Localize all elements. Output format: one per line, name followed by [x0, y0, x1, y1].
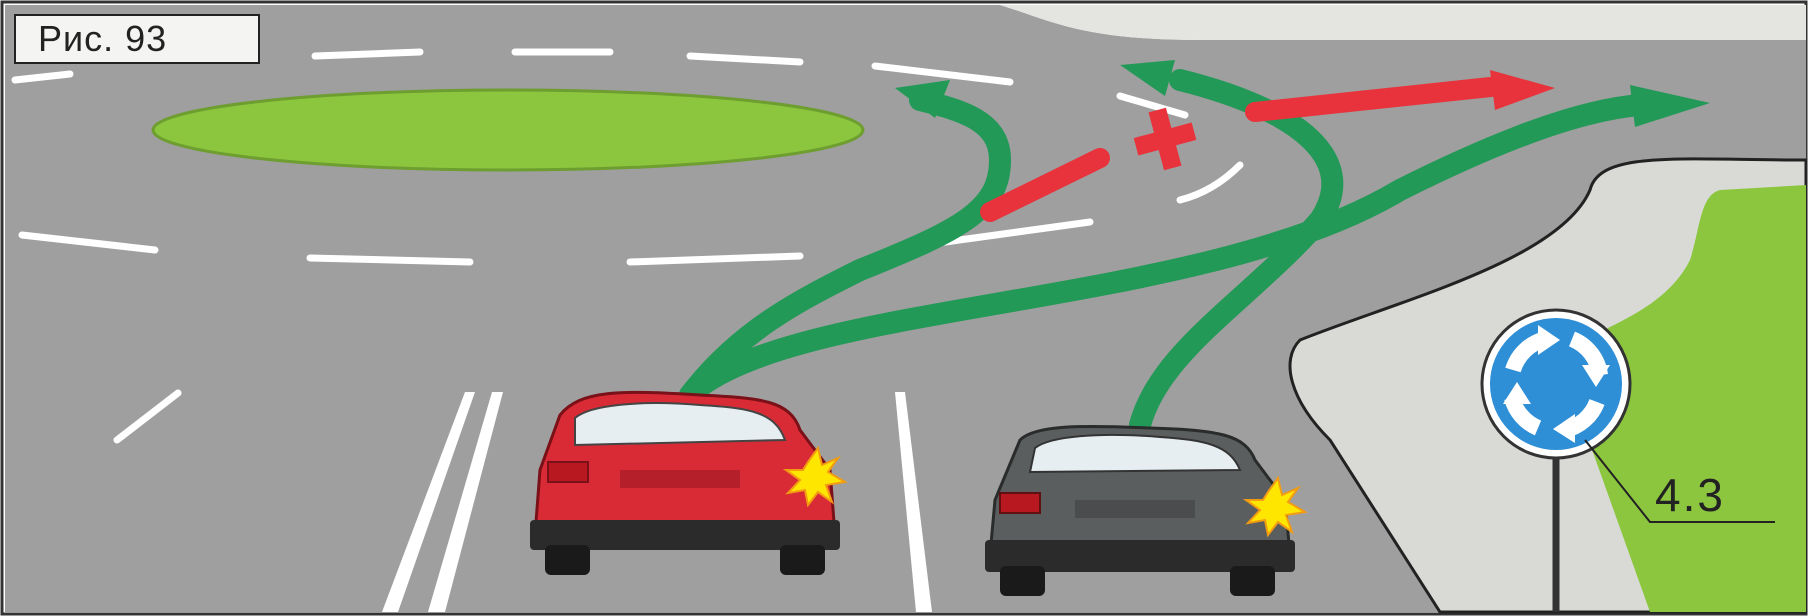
central-island [153, 90, 863, 170]
sign-code-label: 4.3 [1655, 470, 1765, 520]
red-car [530, 392, 840, 575]
dark-car [985, 426, 1295, 596]
figure-label: Рис. 93 [14, 14, 260, 64]
